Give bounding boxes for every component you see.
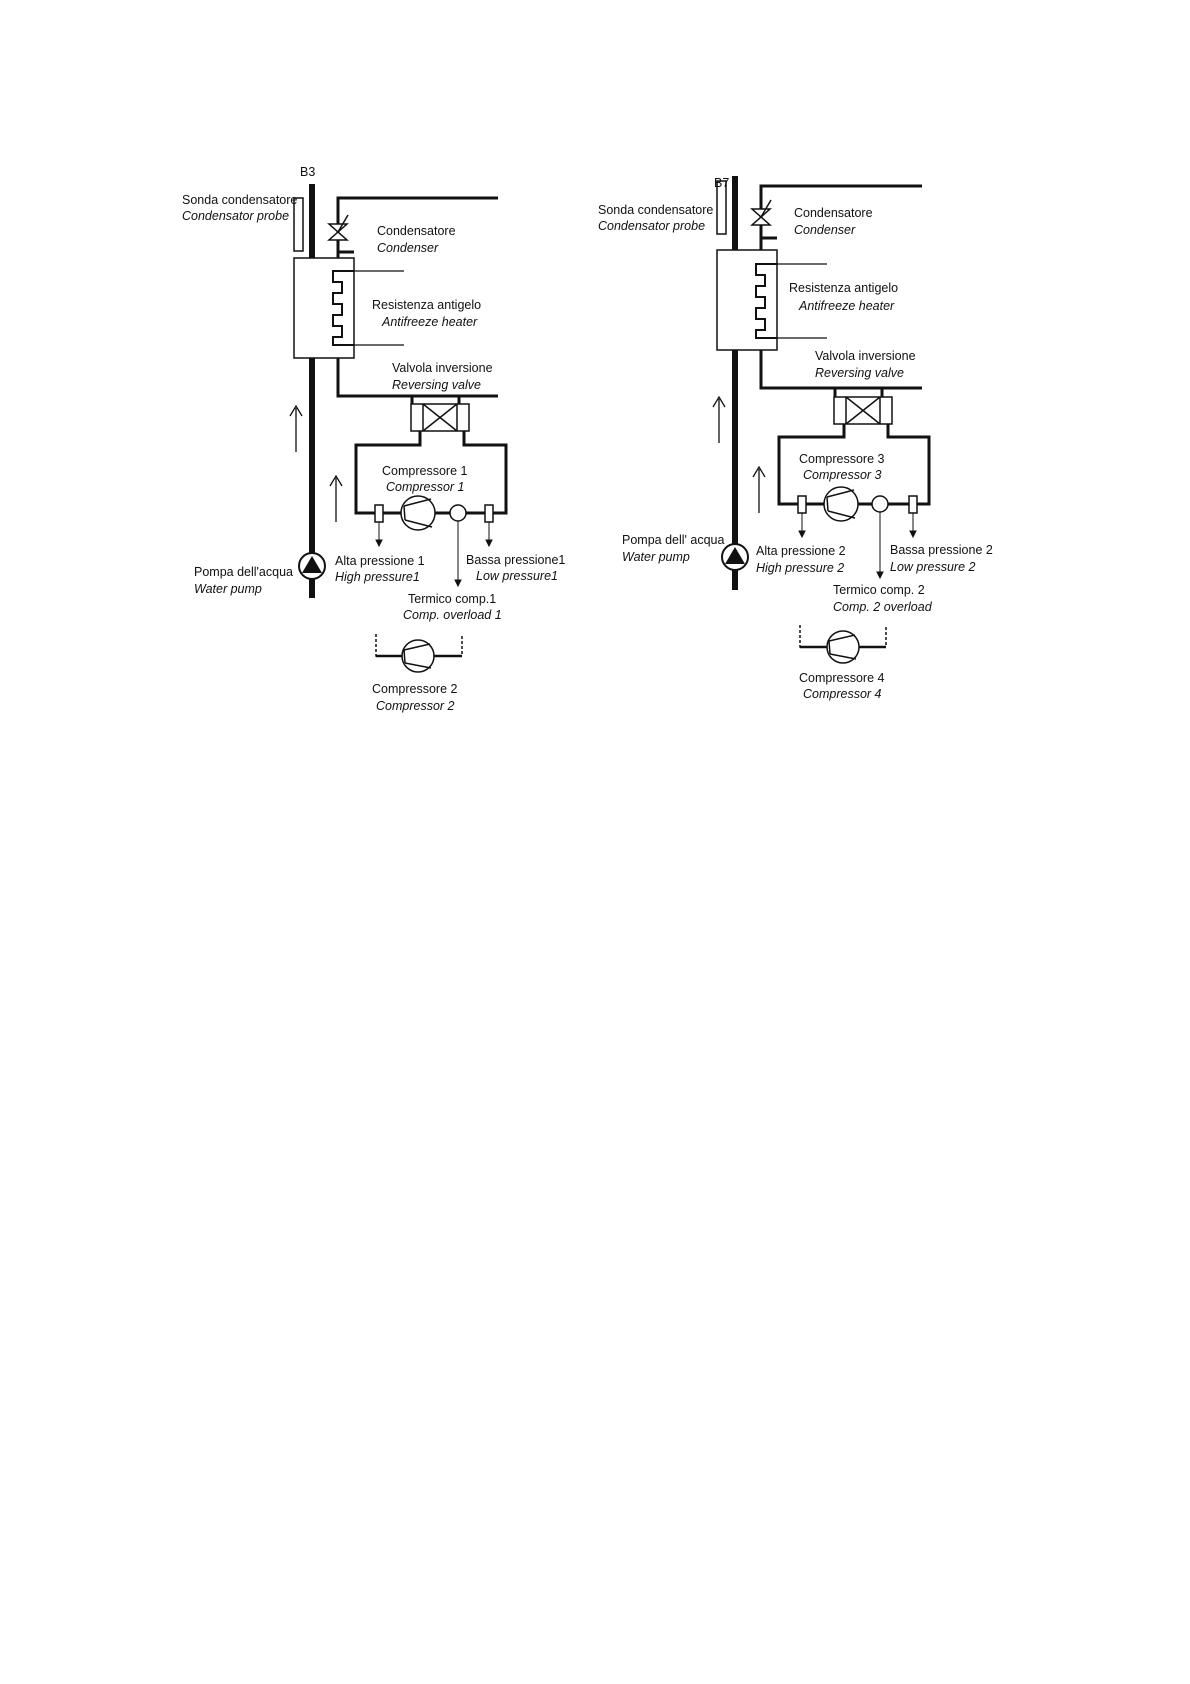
- probe-id-label: B7: [714, 176, 729, 190]
- compressor-4-label-en: Compressor 4: [803, 687, 882, 701]
- signal-arrows: [375, 521, 493, 588]
- low-pressure-label-en: Low pressure 2: [890, 560, 976, 574]
- antifreeze-heater-coil: [332, 270, 404, 346]
- low-pressure-label-en: Low pressure1: [476, 569, 558, 583]
- probe-label-en: Condensator probe: [598, 219, 705, 233]
- condenser-label-en: Condenser: [794, 223, 856, 237]
- probe-label-en: Condensator probe: [182, 209, 289, 223]
- condenser-box: [293, 257, 355, 359]
- heater-label-en: Antifreeze heater: [381, 315, 478, 329]
- probe-label-it: Sonda condensatore: [182, 193, 297, 207]
- valve-label-en: Reversing valve: [392, 378, 481, 392]
- condenser-label-it: Condensatore: [377, 224, 456, 238]
- signal-arrows: [798, 512, 917, 580]
- compressor-label-it: Compressore 1: [382, 464, 467, 478]
- compressor-2-label-en: Compressor 2: [376, 699, 455, 713]
- overload-icon: [449, 504, 467, 522]
- condenser-valve-icon: [327, 214, 349, 241]
- antifreeze-heater-coil: [755, 263, 827, 339]
- overload-label-en: Comp. 2 overload: [833, 600, 933, 614]
- compressor-4-assembly: [799, 625, 887, 664]
- high-pressure-label-it: Alta pressione 1: [335, 554, 425, 568]
- high-pressure-label-en: High pressure 2: [756, 561, 844, 575]
- right-circuit: B7 Sonda condensatore Condensator probe …: [598, 176, 993, 701]
- probe-id-label: B3: [300, 165, 315, 179]
- condensator-probe: [716, 180, 727, 235]
- low-pressure-label-it: Bassa pressione1: [466, 553, 565, 567]
- high-pressure-switch: [797, 495, 807, 514]
- high-pressure-switch: [374, 504, 384, 523]
- overload-label-it: Termico comp.1: [408, 592, 496, 606]
- condenser-label-it: Condensatore: [794, 206, 873, 220]
- valve-label-it: Valvola inversione: [392, 361, 493, 375]
- low-pressure-label-it: Bassa pressione 2: [890, 543, 993, 557]
- compressor-1-icon: [400, 495, 436, 531]
- valve-label-it: Valvola inversione: [815, 349, 916, 363]
- condenser-box: [716, 249, 778, 351]
- compressor-label-en: Compressor 3: [803, 468, 882, 482]
- reversing-valve-icon: [833, 396, 893, 425]
- heater-label-en: Antifreeze heater: [798, 299, 895, 313]
- right-labels: B7 Sonda condensatore Condensator probe …: [598, 176, 993, 701]
- compressor-1-assembly: [374, 495, 494, 531]
- overload-label-it: Termico comp. 2: [833, 583, 925, 597]
- compressor-2-label-it: Compressore 2: [372, 682, 457, 696]
- water-pump-icon: [298, 552, 326, 580]
- low-pressure-switch: [908, 495, 918, 514]
- compressor-3-icon: [823, 486, 859, 522]
- low-pressure-switch: [484, 504, 494, 523]
- flow-arrows: [289, 404, 343, 522]
- overload-label-en: Comp. overload 1: [403, 608, 502, 622]
- high-pressure-label-it: Alta pressione 2: [756, 544, 846, 558]
- condenser-label-en: Condenser: [377, 241, 439, 255]
- pump-label-it: Pompa dell' acqua: [622, 533, 725, 547]
- reversing-valve-icon: [410, 403, 470, 432]
- compressor-2-assembly: [375, 634, 463, 673]
- high-pressure-label-en: High pressure1: [335, 570, 420, 584]
- heater-label-it: Resistenza antigelo: [372, 298, 481, 312]
- condenser-valve-icon: [750, 199, 772, 226]
- condensator-probe: [293, 197, 304, 252]
- probe-label-it: Sonda condensatore: [598, 203, 713, 217]
- left-circuit: B3 Sonda condensatore Condensator probe …: [182, 165, 565, 713]
- pump-label-en: Water pump: [194, 582, 262, 596]
- pump-label-en: Water pump: [622, 550, 690, 564]
- pump-label-it: Pompa dell'acqua: [194, 565, 293, 579]
- heater-label-it: Resistenza antigelo: [789, 281, 898, 295]
- water-pump-icon: [721, 543, 749, 571]
- flow-arrows: [712, 395, 766, 513]
- compressor-label-en: Compressor 1: [386, 480, 465, 494]
- valve-label-en: Reversing valve: [815, 366, 904, 380]
- compressor-4-label-it: Compressore 4: [799, 671, 884, 685]
- left-labels: B3 Sonda condensatore Condensator probe …: [182, 165, 565, 713]
- overload-icon: [871, 495, 889, 513]
- compressor-label-it: Compressore 3: [799, 452, 884, 466]
